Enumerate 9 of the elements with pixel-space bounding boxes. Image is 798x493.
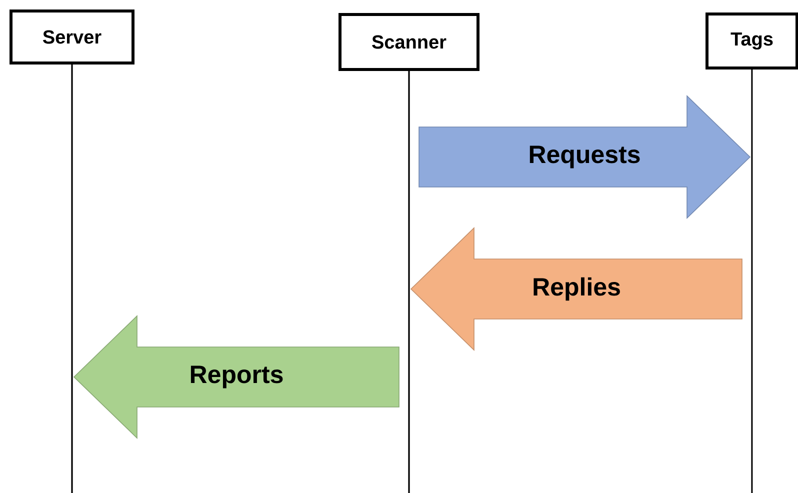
block-arrow (73, 315, 400, 439)
edge-label: Reports (190, 366, 283, 388)
participant-box: Scanner (338, 13, 480, 71)
participant-box: Tags (706, 12, 798, 70)
edge-label: Requests (530, 146, 640, 168)
block-arrow (418, 95, 751, 219)
participant-box: Server (10, 10, 134, 64)
edge-label: Replies (534, 277, 620, 301)
block-arrow (410, 227, 742, 351)
